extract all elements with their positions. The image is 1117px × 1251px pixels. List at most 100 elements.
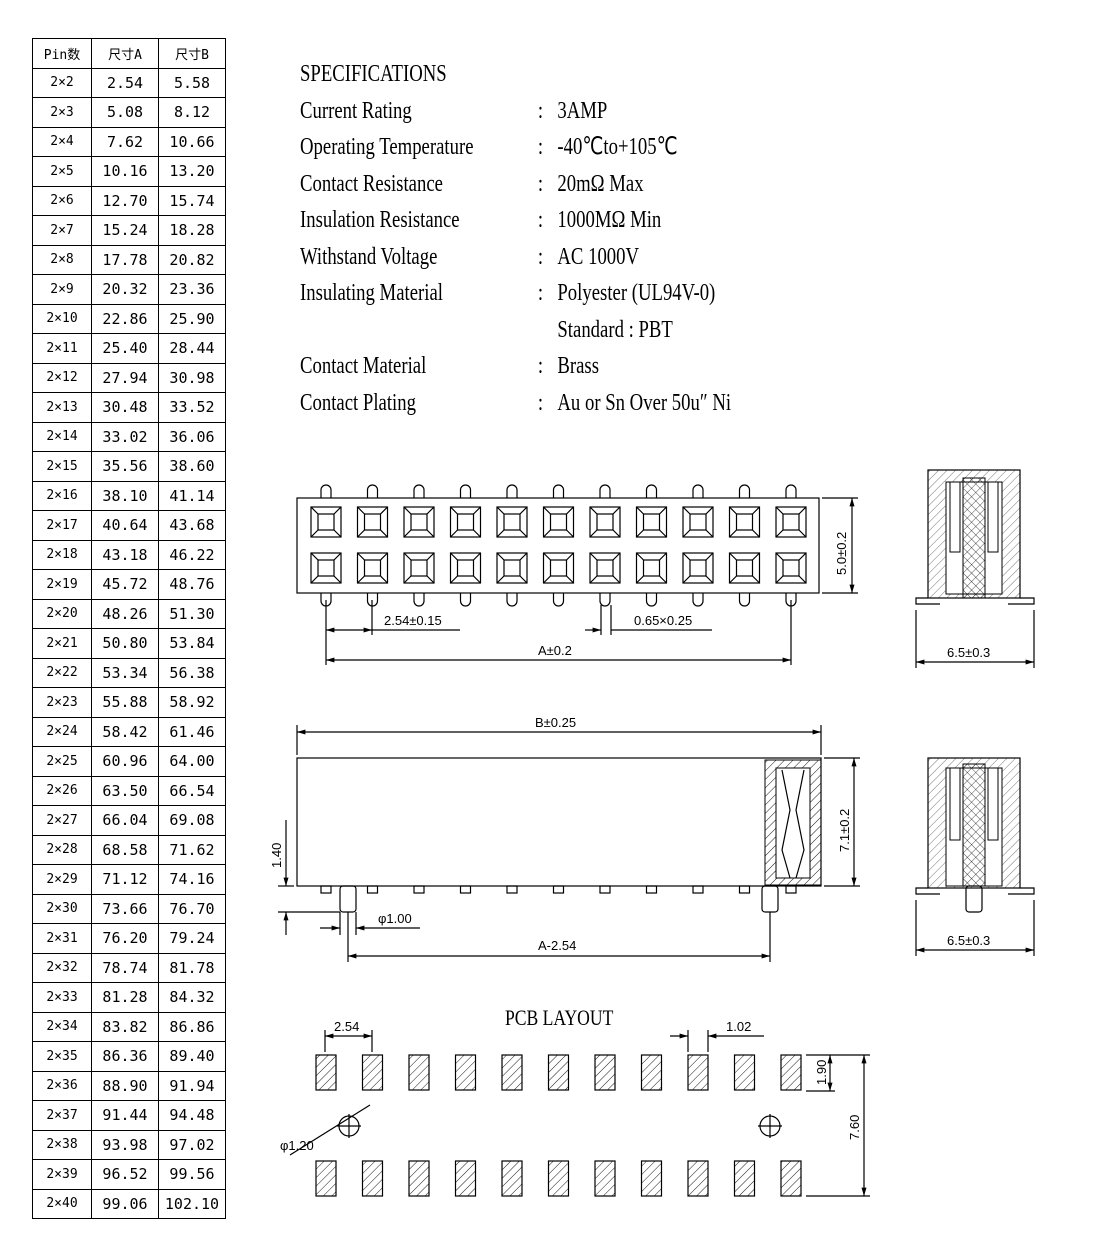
dim-b-cell: 58.92 <box>158 687 226 718</box>
front-pin-foot <box>459 885 472 894</box>
spec-label: Insulating Material <box>300 280 443 306</box>
pcb-pad <box>640 1160 663 1197</box>
spec-label: Current Rating <box>300 97 412 124</box>
top-pin-tip <box>320 484 332 498</box>
pcb-pad <box>315 1054 337 1091</box>
contact-cell <box>449 552 482 584</box>
pin-count-cell: 2×11 <box>32 333 92 364</box>
dim-a-cell: 66.04 <box>91 805 159 836</box>
contact-cell <box>403 506 435 538</box>
dim-b-cell: 94.48 <box>158 1100 226 1131</box>
pin-count-cell: 2×38 <box>32 1129 92 1160</box>
pin-count-cell: 2×9 <box>32 274 92 305</box>
pcb-pad <box>315 1160 337 1197</box>
front-pin-foot <box>366 885 379 894</box>
front-pin-foot <box>413 885 425 894</box>
pcb-pad <box>501 1160 523 1197</box>
spec-row: Current Rating:3AMP <box>300 93 846 130</box>
dim-a-cell: 7.62 <box>91 126 159 157</box>
spec-colon: : <box>537 170 544 197</box>
dim-b-cell: 20.82 <box>158 244 226 275</box>
dim-a-cell: 86.36 <box>91 1041 159 1072</box>
contact-cell <box>728 506 761 538</box>
contact-cell <box>682 506 714 538</box>
spec-label: Contact Resistance <box>300 170 443 197</box>
top-pin-tip <box>552 484 565 498</box>
pcb-pad <box>408 1160 430 1197</box>
height-top-label: 5.0±0.2 <box>834 532 849 575</box>
pcb-pad <box>361 1054 384 1091</box>
dim-b-cell: 48.76 <box>158 569 226 600</box>
dim-b-cell: 28.44 <box>158 333 226 364</box>
spec-row: Withstand Voltage:AC 1000V <box>300 239 846 276</box>
pcb-pad <box>733 1160 756 1197</box>
dim-b-cell: 86.86 <box>158 1011 226 1042</box>
contact-cell <box>449 506 482 538</box>
pcb-pad <box>454 1054 477 1091</box>
spec-value: Au or Sn Over 50u″ Ni <box>557 389 732 416</box>
dim-a-cell: 63.50 <box>91 775 159 806</box>
spec-row: Contact Plating:Au or Sn Over 50u″ Ni <box>300 385 846 422</box>
pcb-pitch-label: 2.54 <box>334 1019 359 1034</box>
front-pin-foot <box>506 885 518 894</box>
pin-size-label: 0.65×0.25 <box>634 613 692 628</box>
front-pin-foot <box>785 885 797 894</box>
spec-label: Contact Plating <box>300 389 416 416</box>
spec-value: -40℃to+105℃ <box>557 134 678 160</box>
spec-colon: : <box>537 134 544 160</box>
pcb-pad <box>454 1160 477 1197</box>
contact-cell <box>682 552 714 584</box>
dim-b-cell: 5.58 <box>158 67 226 98</box>
pcb-pad <box>361 1160 384 1197</box>
height-side-label: 7.1±0.2 <box>837 809 852 852</box>
pin-count-cell: 2×23 <box>32 687 92 718</box>
dim-a-cell: 53.34 <box>91 657 159 688</box>
dim-a-cell: 48.26 <box>91 598 159 629</box>
spec-value: Brass <box>557 353 600 379</box>
spec-title: SPECIFICATIONS <box>300 61 447 87</box>
dim-a-cell: 91.44 <box>91 1100 159 1131</box>
contact-cell <box>589 552 621 584</box>
front-pin-foot <box>599 885 611 894</box>
spec-row: Contact Resistance:20mΩ Max <box>300 166 846 203</box>
dim-b-label: B±0.25 <box>535 715 576 730</box>
standoff-label: 1.40 <box>269 843 284 868</box>
pcb-pad <box>780 1054 802 1091</box>
pin-count-cell: 2×40 <box>32 1188 92 1219</box>
pcb-pad <box>547 1054 570 1091</box>
dim-a-cell: 99.06 <box>91 1188 159 1219</box>
dim-a-cell: 93.98 <box>91 1129 159 1160</box>
dim-b-cell: 53.84 <box>158 628 226 659</box>
pcb-pad <box>594 1054 616 1091</box>
top-pin-tip <box>506 484 518 498</box>
dim-a-cell: 40.64 <box>91 510 159 541</box>
header-dim-a: 尺寸A <box>91 38 159 69</box>
contact-cell <box>589 506 621 538</box>
contact-cell <box>356 552 389 584</box>
dim-b-cell: 99.56 <box>158 1159 226 1190</box>
bottom-pin-tip <box>413 593 425 607</box>
end-view-bottom: 6.5±0.3 <box>915 757 1035 956</box>
dim-b-cell: 13.20 <box>158 156 226 187</box>
dim-a-cell: 71.12 <box>91 864 159 895</box>
dim-a-cell: 5.08 <box>91 97 159 128</box>
dim-b-cell: 41.14 <box>158 480 226 511</box>
spec-label: Insulation Resistance <box>300 207 460 233</box>
dim-b-cell: 71.62 <box>158 834 226 865</box>
pcb-pad <box>594 1160 616 1197</box>
pad-length-label: 1.90 <box>814 1060 829 1085</box>
top-pin-tip <box>645 484 658 498</box>
contact-cell <box>775 506 807 538</box>
dim-b-cell: 66.54 <box>158 775 226 806</box>
